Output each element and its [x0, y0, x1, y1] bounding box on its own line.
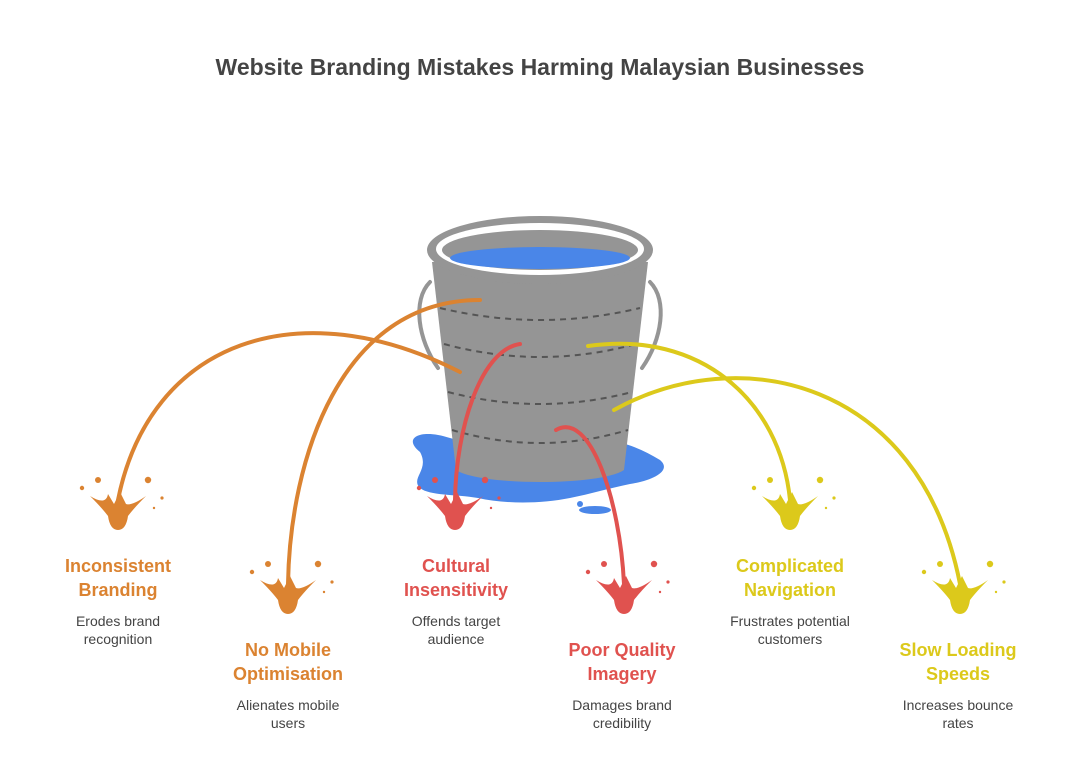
leak-stream-poor-quality-imagery — [554, 425, 626, 586]
item-slow-loading-speeds: Slow Loading Speeds Increases bounce rat… — [868, 638, 1048, 732]
item-description-line: Frustrates potential — [730, 613, 850, 629]
splash-droplet — [489, 506, 493, 510]
item-description: Alienates mobile users — [198, 696, 378, 732]
splash-droplet — [314, 560, 322, 568]
splash-icon — [249, 560, 334, 614]
splash-droplet — [497, 496, 501, 500]
bucket-hoop — [439, 307, 641, 321]
bucket-handle — [640, 280, 663, 370]
item-cultural-insensitivity: Cultural Insensitivity Offends target au… — [366, 554, 546, 648]
splash-icon — [751, 476, 836, 530]
bucket-icon — [432, 262, 648, 482]
item-heading-line: Insensitivity — [403, 580, 509, 600]
item-heading: Cultural Insensitivity — [366, 554, 546, 602]
splash-droplet — [432, 477, 438, 483]
item-poor-quality-imagery: Poor Quality Imagery Damages brand credi… — [532, 638, 712, 732]
item-description-line: Offends target — [411, 613, 501, 629]
item-description: Erodes brand recognition — [28, 612, 208, 648]
splash-icon — [416, 476, 501, 530]
splash-icon — [921, 560, 1006, 614]
item-heading: Slow Loading Speeds — [868, 638, 1048, 686]
item-heading-line: Optimisation — [232, 664, 343, 684]
item-description: Damages brand credibility — [532, 696, 712, 732]
splash-droplet — [322, 590, 326, 594]
item-heading: Poor Quality Imagery — [532, 638, 712, 686]
leak-stream-inconsistent-branding — [116, 331, 462, 502]
splash-droplet — [249, 569, 255, 575]
water-drop — [579, 506, 611, 514]
splash-droplet — [585, 569, 591, 575]
splash-droplet — [152, 506, 156, 510]
item-description-line: Damages brand — [572, 697, 672, 713]
splash-droplet — [650, 560, 658, 568]
splash-droplet — [601, 561, 607, 567]
item-heading-line: No Mobile — [245, 640, 331, 660]
item-complicated-navigation: Complicated Navigation Frustrates potent… — [700, 554, 880, 648]
item-heading-line: Branding — [78, 580, 158, 600]
splash-droplet — [767, 477, 773, 483]
bucket-water — [450, 247, 630, 269]
item-description-line: users — [270, 715, 306, 731]
splash-droplet — [1002, 580, 1006, 584]
item-description-line: Alienates mobile — [236, 697, 340, 713]
item-description: Offends target audience — [366, 612, 546, 648]
splash-droplet — [824, 506, 828, 510]
splash-icon — [79, 476, 164, 530]
bucket-hoop — [447, 391, 633, 405]
item-description-line: recognition — [83, 631, 153, 647]
item-heading-line: Navigation — [743, 580, 836, 600]
splash-droplet — [95, 477, 101, 483]
splash-droplet — [986, 560, 994, 568]
item-heading: Inconsistent Branding — [28, 554, 208, 602]
splash-droplet — [144, 476, 152, 484]
splash-droplet — [994, 590, 998, 594]
item-heading: No Mobile Optimisation — [198, 638, 378, 686]
item-description: Increases bounce rates — [868, 696, 1048, 732]
splash-droplet — [160, 496, 164, 500]
splash-droplet — [751, 485, 757, 491]
splash-droplet — [921, 569, 927, 575]
item-heading-line: Imagery — [587, 664, 657, 684]
splash-droplet — [79, 485, 85, 491]
bucket-hoop — [443, 343, 637, 358]
leak-stream-cultural-insensitivity — [453, 342, 522, 502]
item-description: Frustrates potential customers — [700, 612, 880, 648]
splash-droplet — [416, 485, 422, 491]
splash-droplet — [816, 476, 824, 484]
bucket-hoop — [451, 429, 629, 444]
splash-droplet — [330, 580, 334, 584]
item-description-line: credibility — [592, 715, 652, 731]
item-heading: Complicated Navigation — [700, 554, 880, 602]
leak-stream-no-mobile-optimisation — [286, 298, 482, 586]
splash-droplet — [666, 580, 670, 584]
splash-droplet — [481, 476, 489, 484]
item-heading-line: Speeds — [925, 664, 991, 684]
splash-droplet — [658, 590, 662, 594]
item-heading-line: Cultural — [421, 556, 490, 576]
item-description-line: Erodes brand — [75, 613, 161, 629]
item-heading-line: Inconsistent — [64, 556, 171, 576]
splash-droplet — [265, 561, 271, 567]
item-description-line: customers — [757, 631, 823, 647]
splash-droplet — [832, 496, 836, 500]
item-heading-line: Slow Loading — [899, 640, 1017, 660]
page-title: Website Branding Mistakes Harming Malays… — [215, 54, 865, 80]
item-description-line: rates — [942, 715, 974, 731]
item-no-mobile-optimisation: No Mobile Optimisation Alienates mobile … — [198, 638, 378, 732]
water-drop — [577, 501, 583, 507]
item-heading-line: Poor Quality — [568, 640, 676, 660]
item-inconsistent-branding: Inconsistent Branding Erodes brand recog… — [28, 554, 208, 648]
leak-stream-slow-loading-speeds — [612, 376, 962, 586]
splash-droplet — [937, 561, 943, 567]
item-heading-line: Complicated — [735, 556, 845, 576]
item-description-line: Increases bounce — [902, 697, 1014, 713]
item-description-line: audience — [427, 631, 485, 647]
splash-icon — [585, 560, 670, 614]
